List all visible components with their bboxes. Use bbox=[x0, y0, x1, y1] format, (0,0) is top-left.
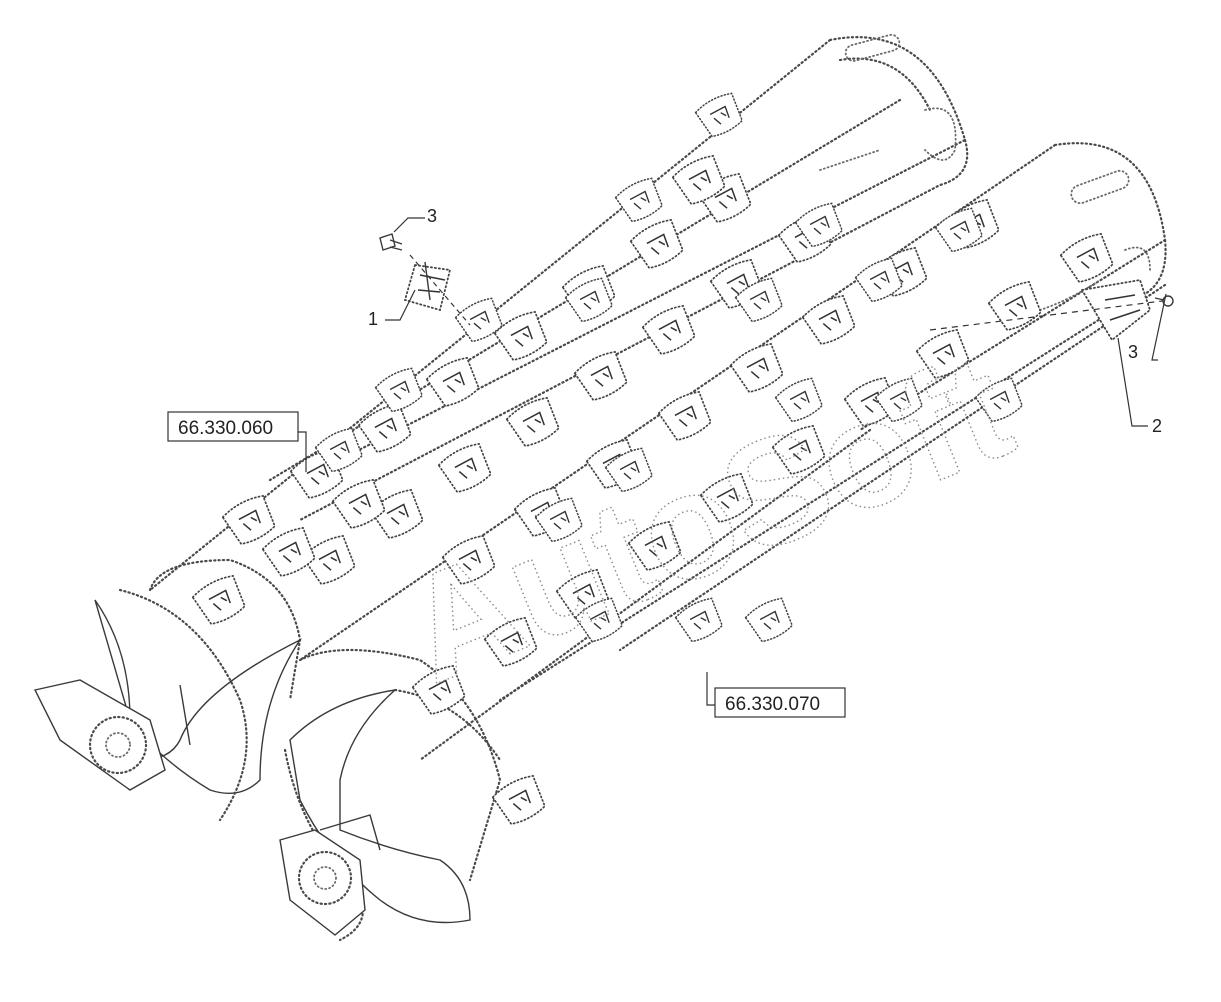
rasp-bar-paddle bbox=[1059, 232, 1114, 283]
rasp-bar-paddle bbox=[915, 328, 970, 379]
rasp-bar-paddle bbox=[574, 597, 624, 643]
callout-label-3-right: 3 bbox=[1128, 342, 1138, 362]
rasp-bar-paddle bbox=[657, 390, 712, 441]
rasp-bar-paddle bbox=[874, 377, 924, 423]
rasp-bar-paddle bbox=[801, 294, 856, 345]
reference-lower[interactable]: 66.330.070 bbox=[706, 672, 846, 718]
part-2-paddle-exploded bbox=[929, 278, 1171, 342]
rasp-bar-paddle bbox=[454, 297, 504, 343]
upper-rotor-cone bbox=[148, 558, 302, 702]
rasp-bar-paddle bbox=[314, 427, 364, 473]
upper-rotor-hub-plate bbox=[33, 679, 166, 791]
rasp-bar-paddle bbox=[934, 207, 984, 253]
rasp-bar-paddle bbox=[627, 520, 682, 571]
rasp-bar-paddle bbox=[534, 497, 584, 543]
rasp-bar-paddle bbox=[437, 442, 492, 493]
upper-rotor bbox=[33, 33, 969, 822]
rasp-bar-paddle bbox=[674, 597, 724, 643]
rasp-bar-paddle bbox=[794, 202, 844, 248]
rasp-bar-paddle bbox=[491, 774, 546, 825]
watermark-text: AutoSoft bbox=[382, 322, 1032, 715]
upper-rotor-slot bbox=[844, 33, 901, 62]
rasp-bar-paddle bbox=[854, 257, 904, 303]
rasp-bar-paddle bbox=[301, 534, 356, 585]
rasp-bar-paddle bbox=[987, 280, 1042, 331]
rasp-bar-paddle bbox=[483, 616, 538, 667]
rasp-bar-paddle bbox=[694, 92, 744, 138]
callout-label-3-top: 3 bbox=[427, 206, 437, 226]
rasp-bar-paddle bbox=[191, 574, 246, 625]
rasp-bar-paddle bbox=[774, 377, 824, 423]
rasp-bar-paddle bbox=[671, 154, 726, 205]
callout-item-2: 2 bbox=[1117, 337, 1162, 436]
lower-rotor bbox=[279, 142, 1167, 942]
callout-label-2: 2 bbox=[1152, 416, 1162, 436]
rasp-bar-paddle bbox=[493, 310, 548, 361]
rasp-bar-paddle bbox=[573, 350, 628, 401]
rasp-bar-paddle bbox=[729, 342, 784, 393]
rasp-bar-paddle bbox=[699, 472, 754, 523]
part-3-bolt-top bbox=[379, 233, 403, 251]
rasp-bar-paddle bbox=[369, 488, 424, 539]
callout-item-1: 1 bbox=[368, 289, 416, 329]
lower-rotor-hub-plate bbox=[279, 829, 366, 936]
part-1-paddle-exploded bbox=[403, 254, 471, 326]
rasp-bar-paddle bbox=[629, 218, 684, 269]
reference-label-upper: 66.330.060 bbox=[178, 418, 273, 439]
reference-label-lower: 66.330.070 bbox=[725, 694, 820, 715]
rasp-bar-paddle bbox=[374, 367, 424, 413]
rasp-bar-paddle bbox=[771, 424, 826, 475]
rasp-bar-paddle bbox=[641, 304, 696, 355]
rasp-bar-paddle bbox=[505, 396, 560, 447]
rasp-bar-paddle bbox=[734, 277, 784, 323]
rasp-bar-paddle bbox=[261, 526, 316, 577]
rasp-bar-paddle bbox=[564, 277, 614, 323]
rasp-bar-paddle bbox=[441, 534, 496, 585]
rasp-bar-paddle bbox=[331, 478, 386, 529]
rasp-bar-paddle bbox=[974, 377, 1024, 423]
rasp-bar-paddle bbox=[744, 597, 794, 643]
rasp-bar-paddle bbox=[614, 177, 664, 223]
rotor-paddles bbox=[191, 92, 1114, 825]
callout-label-1: 1 bbox=[368, 309, 378, 329]
lower-rotor-slot bbox=[1070, 169, 1130, 205]
callout-item-3-right: 3 bbox=[1128, 293, 1167, 362]
callout-item-3-top: 3 bbox=[393, 206, 437, 233]
reference-upper: 66.330.060 bbox=[167, 411, 307, 472]
rasp-bar-paddle bbox=[221, 494, 276, 545]
rasp-bar-paddle bbox=[425, 356, 480, 407]
rasp-bar-paddle bbox=[604, 447, 654, 493]
rasp-bar-paddle bbox=[357, 402, 412, 453]
rasp-bar-paddle bbox=[411, 664, 466, 715]
